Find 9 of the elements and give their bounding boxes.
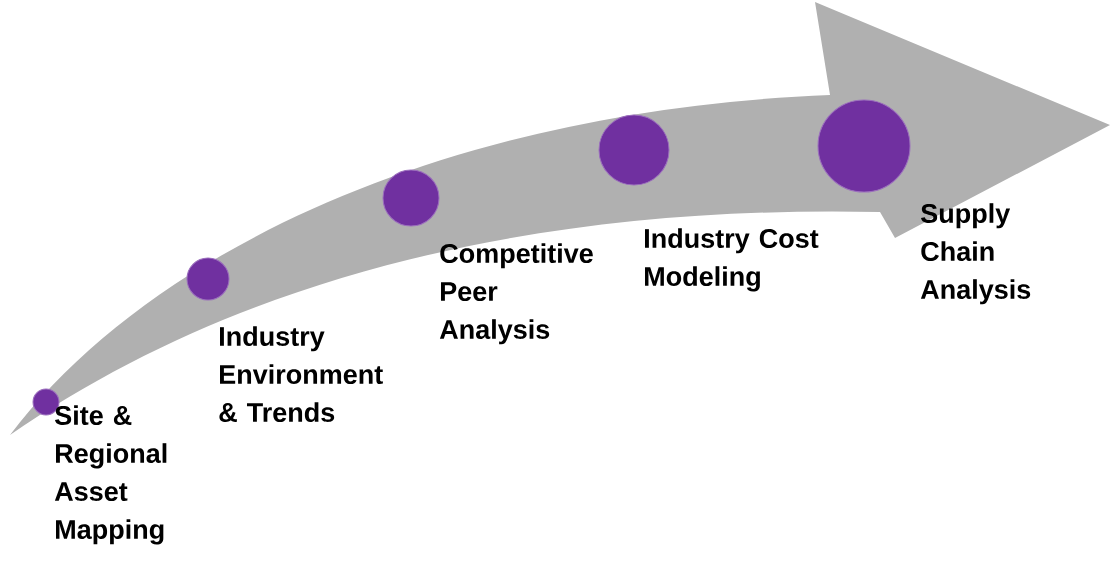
circle-marker [186,257,230,301]
stage-label: Site & Regional Asset Mapping [54,405,167,545]
stage-label: Competitive Peer Analysis [439,243,593,345]
circle-marker [382,169,440,227]
stage-label: Supply Chain Analysis [920,203,1031,305]
stage-label: Industry Environment & Trends [219,326,383,423]
circle-marker [598,114,670,186]
circle-marker [817,99,911,193]
stage-label: Industry Cost Modeling [645,228,819,292]
